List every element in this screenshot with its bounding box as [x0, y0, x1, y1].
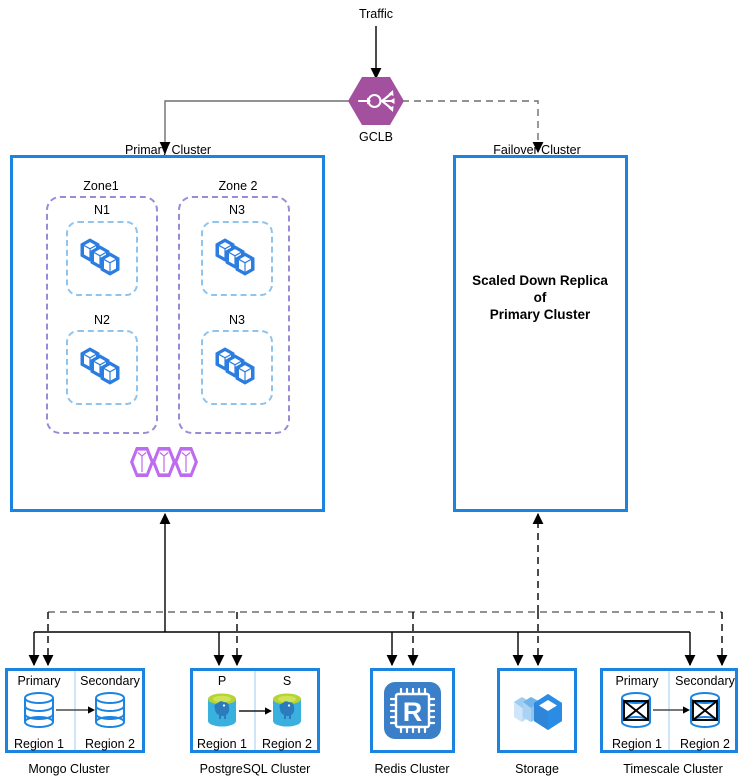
postgres-right-role: S [282, 674, 292, 688]
timescale-cluster-name: Timescale Cluster [623, 762, 723, 776]
mongo-right-role: Secondary [80, 674, 140, 688]
mongo-right-region: Region 2 [84, 737, 136, 751]
timescale-left-region: Region 1 [611, 737, 663, 751]
edge-gclb-to-failover [402, 100, 544, 154]
traffic-label: Traffic [358, 7, 394, 21]
mongo-left-role: Primary [17, 674, 61, 688]
node-label-n3-b: N3 [229, 313, 245, 327]
primary-cluster-label: Primary Cluster [124, 143, 212, 157]
cubes-icon [76, 341, 130, 395]
failover-body-line3: Primary Cluster [489, 307, 591, 322]
redis-cluster-name: Redis Cluster [374, 762, 450, 776]
edge-gclb-to-primary [159, 100, 352, 154]
failover-body-text: Scaled Down Replica of Primary Cluster [440, 272, 640, 323]
gclb-hexagon-icon [348, 77, 404, 125]
failover-body-line2: of [533, 290, 547, 305]
node-box-n2[interactable] [66, 330, 138, 405]
gclb-label: GCLB [358, 130, 394, 144]
postgres-elephant-icon [200, 691, 310, 733]
node-box-n1[interactable] [66, 221, 138, 296]
node-box-n3-a[interactable] [201, 221, 273, 296]
node-label-n3-a: N3 [229, 203, 245, 217]
failover-cluster-box[interactable] [453, 155, 628, 512]
node-box-n3-b[interactable] [201, 330, 273, 405]
zone-box-1[interactable] [46, 196, 158, 434]
cubes-icon [211, 341, 265, 395]
postgres-left-role: P [217, 674, 227, 688]
zone-box-2[interactable] [178, 196, 290, 434]
cubes-icon [211, 232, 265, 286]
cubes-icon [76, 232, 130, 286]
postgres-right-region: Region 2 [261, 737, 313, 751]
postgres-left-region: Region 1 [196, 737, 248, 751]
svg-text:R: R [403, 697, 423, 727]
storage-name: Storage [515, 762, 559, 776]
timescale-left-role: Primary [615, 674, 659, 688]
mongo-left-region: Region 1 [13, 737, 65, 751]
node-label-n2: N2 [94, 313, 110, 327]
zone-label-1: Zone1 [83, 179, 119, 193]
timescale-right-role: Secondary [675, 674, 735, 688]
failover-cluster-label: Failover Cluster [493, 143, 581, 157]
gclb-node[interactable] [347, 76, 405, 126]
redis-chip-icon: R [382, 680, 443, 741]
timescale-right-region: Region 2 [679, 737, 731, 751]
mongo-cluster-name: Mongo Cluster [28, 762, 110, 776]
hexagon-pods-icon [128, 443, 208, 483]
timescale-cylinder-icon [617, 691, 727, 731]
storage-cubes-icon [510, 688, 568, 738]
failover-body-line1: Scaled Down Replica [472, 273, 608, 288]
database-cylinder-icon [20, 691, 132, 731]
zone-label-2: Zone 2 [218, 179, 258, 193]
node-label-n1: N1 [94, 203, 110, 217]
postgres-cluster-name: PostgreSQL Cluster [199, 762, 311, 776]
